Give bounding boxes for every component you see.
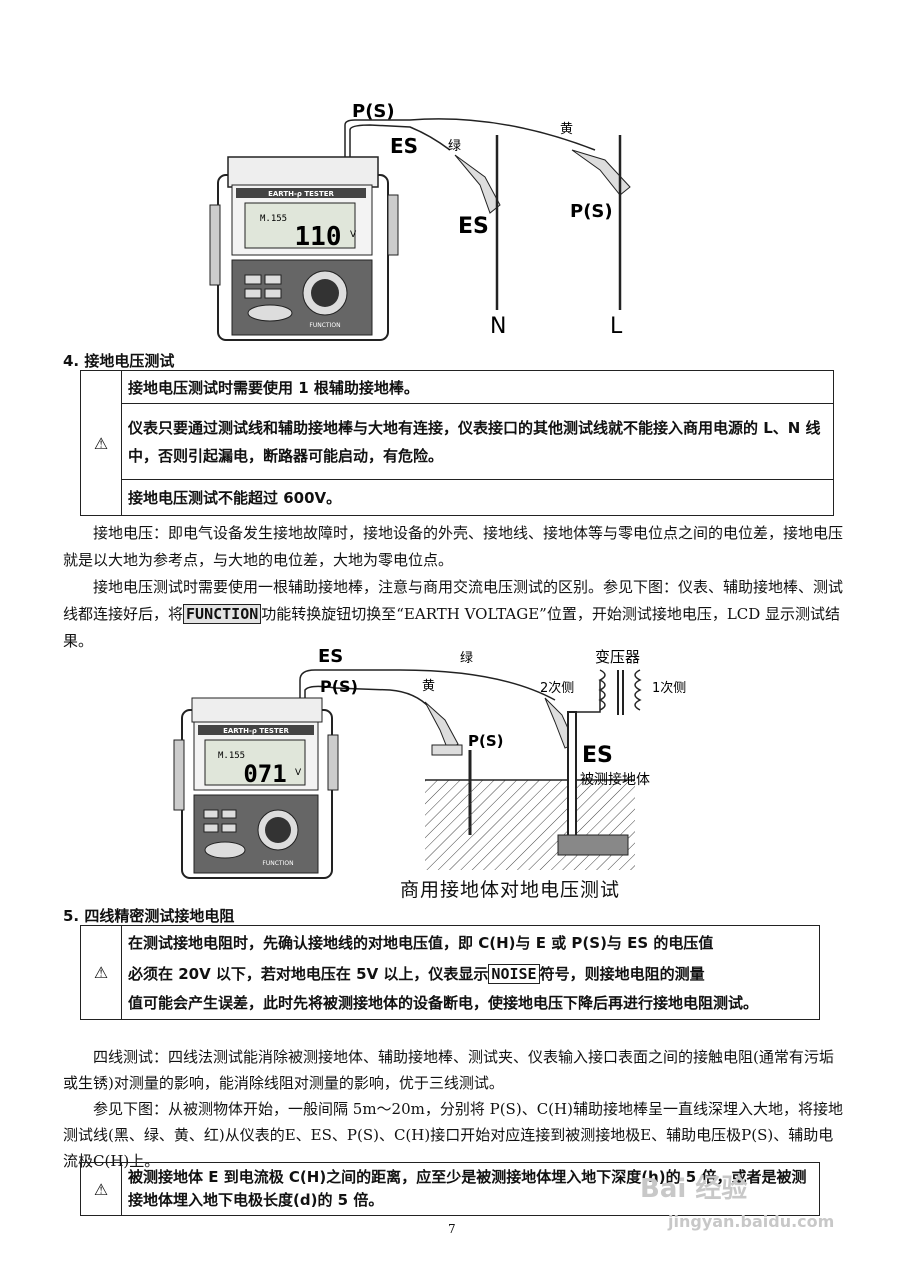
warning-item: 接地电压测试不能超过 600V。 — [121, 479, 834, 516]
paragraph-text: 接地电压测试时需要使用一根辅助接地棒，注意与商用交流电压测试的区别。参见下图：仪… — [63, 578, 844, 623]
device-title: EARTH-ρ TESTER — [223, 727, 289, 735]
lcd-small-label: M.155 — [218, 751, 245, 761]
function-knob-icon — [311, 279, 339, 307]
ground-body-icon — [557, 711, 629, 856]
label-ps-top: P(S) — [352, 101, 395, 122]
warning-text: 符号，则接地电阻的测量 — [539, 965, 705, 983]
knob-label: FUNCTION — [262, 860, 293, 867]
label-es-top: ES — [390, 134, 418, 158]
label-es-probe: ES — [458, 214, 489, 239]
paragraph: 接地电压：即电气设备发生接地故障时，接地设备的外壳、接地线、接地体等与零电位点之… — [63, 524, 844, 569]
figure-commercial-ground-voltage: EARTH-ρ TESTER M.155 071 V FUNCTION — [173, 646, 686, 879]
noise-keyword: NOISE — [488, 964, 540, 984]
knob-label: FUNCTION — [309, 322, 340, 329]
watermark-url: jingyan.baidu.com — [668, 1212, 835, 1231]
figure-caption: 商用接地体对地电压测试 — [400, 879, 621, 901]
label-es-probe: ES — [582, 743, 613, 768]
section-5-heading: 5. 四线精密测试接地电阻 — [63, 907, 235, 925]
paragraph: 参见下图：从被测物体开始，一般间隔 5m～20m，分别将 P(S)、C(H)辅助… — [63, 1100, 843, 1170]
function-keyword: FUNCTION — [183, 604, 262, 624]
warning-table-section5b: ⚠ 被测接地体 E 到电流极 C(H)之间的距离，应至少是被测接地体埋入地下深度… — [80, 1162, 820, 1216]
lcd-value: 110 — [295, 222, 342, 252]
ground-hatch — [425, 779, 635, 870]
warning-icon: ⚠ — [80, 1162, 122, 1216]
paragraph: 四线测试：四线法测试能消除被测接地体、辅助接地棒、测试夹、仪表输入接口表面之间的… — [63, 1048, 834, 1092]
label-ps-top: P(S) — [320, 677, 358, 696]
label-green: 绿 — [460, 651, 473, 666]
lcd-unit: V — [295, 768, 302, 778]
tester-device: EARTH-ρ TESTER M.155 110 V FUNCTION — [209, 156, 399, 341]
section-5-body: 四线测试：四线法测试能消除被测接地体、辅助接地棒、测试夹、仪表输入接口表面之间的… — [63, 1044, 843, 1174]
label-transformer: 变压器 — [595, 648, 640, 666]
figure-ground-voltage-commercial: EARTH-ρ TESTER M.155 110 V FUNCTION P(S)… — [209, 101, 631, 341]
label-secondary: 2次侧 — [540, 680, 574, 696]
label-green: 绿 — [448, 139, 461, 154]
label-l: L — [610, 314, 623, 339]
label-n: N — [490, 314, 506, 339]
clamp-ps-icon — [571, 149, 631, 196]
label-ps-probe: P(S) — [570, 201, 613, 222]
warning-item: 仪表只要通过测试线和辅助接地棒与大地有连接，仪表接口的其他测试线就不能接入商用电… — [121, 403, 834, 480]
warning-icon: ⚠ — [80, 925, 122, 1020]
paragraph-text: 功能转换旋钮切换至“EARTH VOLTAGE”位置，开始测试接地电压，LCD … — [63, 605, 841, 650]
warning-line: 在测试接地电阻时，先确认接地线的对地电压值，即 C(H)与 E 或 P(S)与 … — [128, 934, 714, 952]
label-ps-probe: P(S) — [468, 732, 504, 750]
warning-item: 在测试接地电阻时，先确认接地线的对地电压值，即 C(H)与 E 或 P(S)与 … — [121, 925, 820, 1020]
warning-text: 必须在 20V 以下，若对地电压在 5V 以上，仪表显示 — [128, 965, 489, 983]
warning-item: 被测接地体 E 到电流极 C(H)之间的距离，应至少是被测接地体埋入地下深度(h… — [121, 1162, 820, 1216]
section-4-heading: 4. 接地电压测试 — [63, 352, 175, 370]
tester-device: EARTH-ρ TESTER M.155 071 V FUNCTION — [173, 697, 339, 879]
paragraph: 接地电压测试时需要使用一根辅助接地棒，注意与商用交流电压测试的区别。参见下图：仪… — [63, 574, 843, 655]
warning-item: 接地电压测试时需要使用 1 根辅助接地棒。 — [121, 370, 834, 404]
section-4-body: 接地电压：即电气设备发生接地故障时，接地设备的外壳、接地线、接地体等与零电位点之… — [63, 520, 843, 655]
lcd-value: 071 — [243, 760, 286, 788]
device-title: EARTH-ρ TESTER — [268, 190, 334, 198]
label-es-top: ES — [318, 646, 343, 667]
label-yellow: 黄 — [560, 122, 573, 137]
warning-table-section4: ⚠ 接地电压测试时需要使用 1 根辅助接地棒。 仪表只要通过测试线和辅助接地棒与… — [80, 370, 834, 516]
warning-table-section5: ⚠ 在测试接地电阻时，先确认接地线的对地电压值，即 C(H)与 E 或 P(S)… — [80, 925, 820, 1020]
page-number: 7 — [448, 1222, 456, 1236]
clamp-ps-icon — [424, 701, 459, 751]
warning-line: 值可能会产生误差，此时先将被测接地体的设备断电，使接地电压下降后再进行接地电阻测… — [128, 994, 759, 1012]
lcd-unit: V — [350, 230, 357, 240]
clamp-es-icon — [454, 154, 501, 214]
warning-icon: ⚠ — [80, 370, 122, 516]
function-knob-icon — [265, 817, 291, 843]
watermark-logo: Bai 经验 — [640, 1174, 748, 1204]
label-ground-body: 被测接地体 — [580, 771, 650, 788]
label-primary: 1次侧 — [652, 680, 686, 696]
lcd-small-label: M.155 — [260, 214, 287, 224]
transformer-icon — [572, 669, 642, 715]
label-yellow: 黄 — [422, 679, 435, 694]
